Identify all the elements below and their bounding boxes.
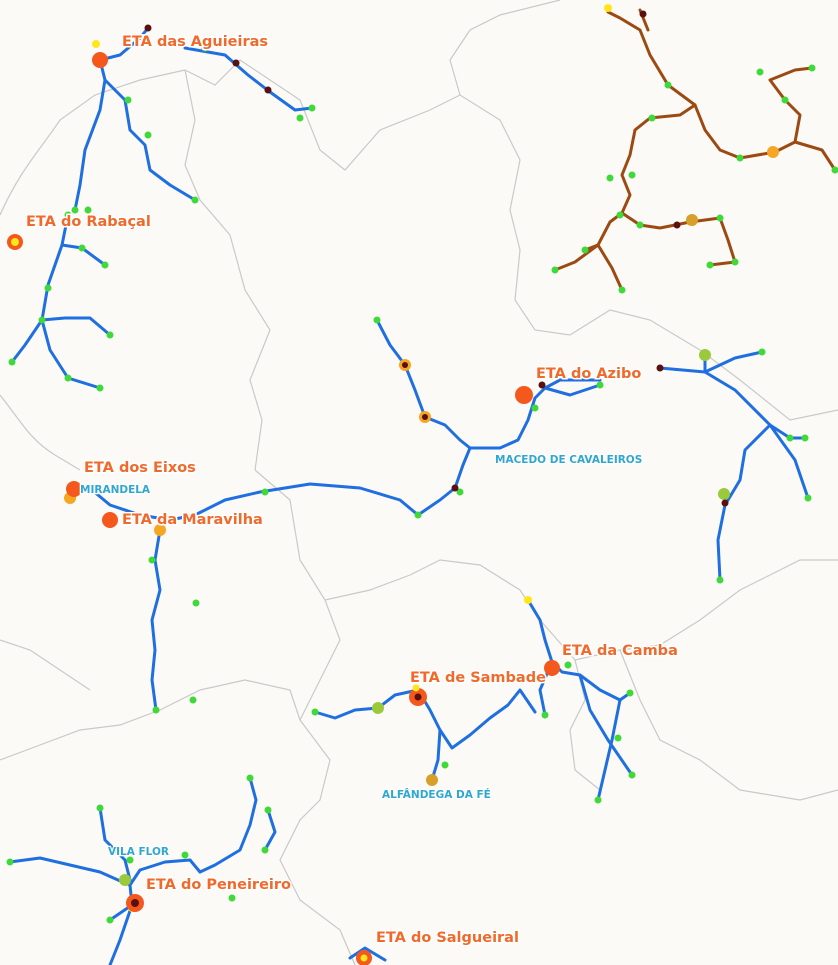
eta-label-salgueiral[interactable]: ETA do Salgueiral (375, 929, 521, 948)
eta-marker-azibo[interactable] (515, 386, 533, 404)
eta-label-aguieiras[interactable]: ETA das Aguieiras (121, 33, 270, 52)
eta-marker-eixos[interactable] (66, 481, 82, 497)
eta-label-peneireiro[interactable]: ETA do Peneireiro (145, 876, 293, 895)
eta-labels: ETA das Aguieiras ETA do Rabaçal ETA do … (25, 33, 680, 948)
eta-label-maravilha[interactable]: ETA da Maravilha (121, 511, 265, 530)
town-label-alfandega-da-fe: ALFÂNDEGA DA FÉ (382, 788, 491, 801)
eta-marker-maravilha[interactable] (102, 512, 118, 528)
eta-label-azibo[interactable]: ETA do Azibo (535, 365, 643, 384)
town-labels: MIRANDELA MACEDO DE CAVALEIROS ALFÂNDEGA… (79, 453, 644, 860)
town-label-macedo-de-cavaleiros: MACEDO DE CAVALEIROS (495, 454, 642, 466)
river-network-brown (553, 8, 837, 292)
town-label-mirandela: MIRANDELA (80, 484, 151, 496)
eta-label-camba[interactable]: ETA da Camba (561, 642, 680, 661)
eta-label-sambade[interactable]: ETA de Sambade (409, 669, 548, 688)
monitoring-points (6, 4, 838, 924)
eta-markers (7, 52, 560, 965)
river-network-blue (8, 26, 810, 965)
eta-marker-aguieiras[interactable] (92, 52, 108, 68)
eta-label-eixos[interactable]: ETA dos Eixos (83, 459, 198, 478)
town-label-vila-flor: VILA FLOR (108, 846, 169, 858)
eta-marker-camba[interactable] (544, 660, 560, 676)
eta-label-rabacal[interactable]: ETA do Rabaçal (25, 213, 153, 232)
